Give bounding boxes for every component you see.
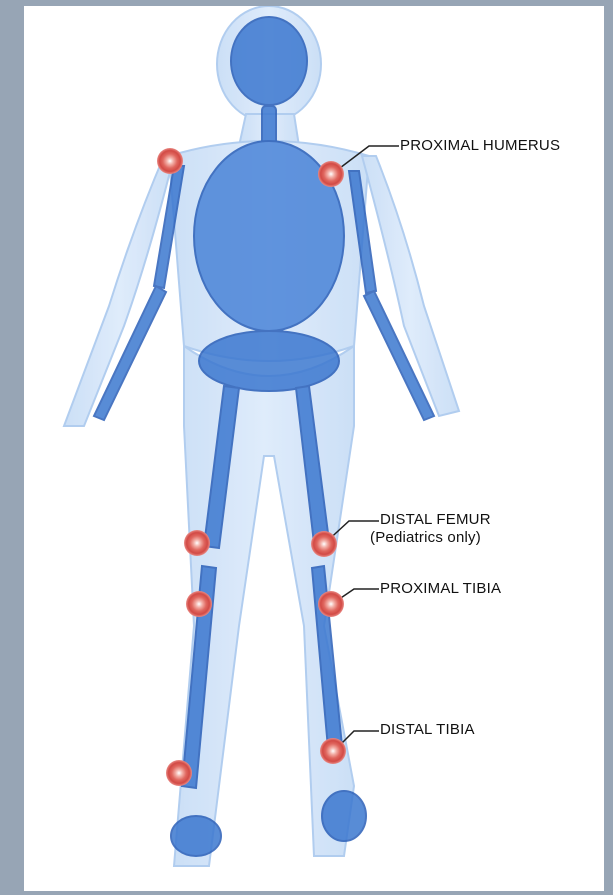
target-ring-icon: [318, 591, 344, 617]
label-distal-tibia: DISTAL TIBIA: [380, 721, 475, 739]
label-distal-femur: DISTAL FEMUR: [380, 511, 491, 529]
label-proximal-humerus: PROXIMAL HUMERUS: [400, 137, 560, 155]
target-ring-icon: [166, 760, 192, 786]
target-ring-icon: [318, 161, 344, 187]
target-ring-icon: [320, 738, 346, 764]
target-ring-icon: [311, 531, 337, 557]
target-ring-icon: [157, 148, 183, 174]
diagram-frame: PROXIMAL HUMERUS DISTAL FEMUR (Pediatric…: [24, 6, 604, 891]
label-distal-femur-note: (Pediatrics only): [370, 529, 481, 547]
target-ring-icon: [186, 591, 212, 617]
label-proximal-tibia: PROXIMAL TIBIA: [380, 580, 501, 598]
target-ring-icon: [184, 530, 210, 556]
